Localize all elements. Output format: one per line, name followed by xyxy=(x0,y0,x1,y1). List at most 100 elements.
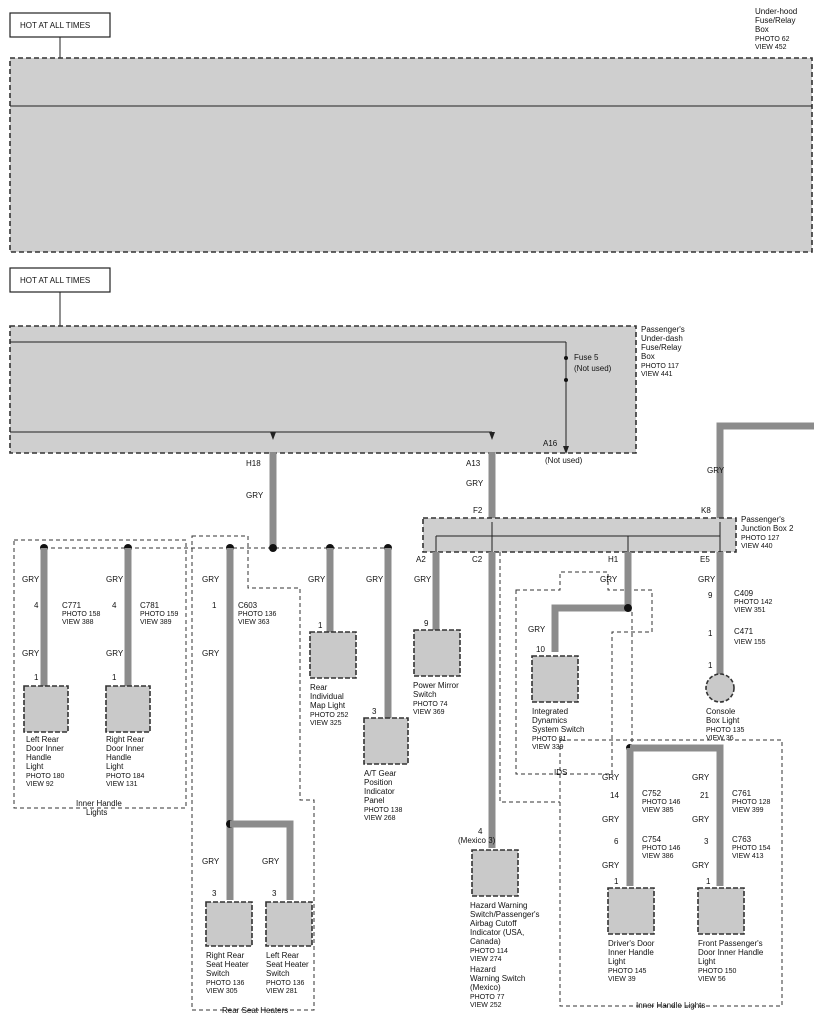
svg-text:9: 9 xyxy=(424,619,429,628)
svg-text:VIEW 36: VIEW 36 xyxy=(706,735,734,742)
svg-text:PHOTO 146: PHOTO 146 xyxy=(642,799,680,806)
connector-c781: 4 C781 PHOTO 159 VIEW 389 xyxy=(112,601,178,626)
svg-text:VIEW 386: VIEW 386 xyxy=(642,853,674,860)
svg-text:Switch/Passenger's: Switch/Passenger's xyxy=(470,910,540,919)
power-mirror-switch xyxy=(413,629,461,677)
right-rear-door-light-label: Right Rear Door Inner Handle Light PHOTO… xyxy=(106,735,145,788)
svg-text:GRY: GRY xyxy=(366,575,384,584)
svg-text:VIEW 268: VIEW 268 xyxy=(364,815,396,822)
svg-text:GRY: GRY xyxy=(692,773,710,782)
svg-text:Light: Light xyxy=(106,762,124,771)
svg-text:Hazard: Hazard xyxy=(470,965,496,974)
svg-text:1: 1 xyxy=(614,877,619,886)
svg-text:Door Inner Handle: Door Inner Handle xyxy=(698,948,764,957)
svg-text:GRY: GRY xyxy=(22,649,40,658)
svg-text:Box: Box xyxy=(641,352,655,361)
svg-text:1: 1 xyxy=(708,661,713,670)
svg-text:C763: C763 xyxy=(732,835,752,844)
svg-text:Fuse/Relay: Fuse/Relay xyxy=(641,343,681,352)
svg-text:Right Rear: Right Rear xyxy=(106,735,145,744)
svg-text:Under-hood: Under-hood xyxy=(755,7,797,16)
svg-text:PHOTO 117: PHOTO 117 xyxy=(641,363,679,370)
hazard-switch-label: Hazard Warning Switch/Passenger's Airbag… xyxy=(470,901,540,1009)
wire-k8-color: GRY xyxy=(707,466,725,475)
svg-text:6: 6 xyxy=(614,837,619,846)
svg-text:1: 1 xyxy=(318,621,323,630)
pin-a2: A2 xyxy=(416,555,426,564)
svg-text:4: 4 xyxy=(112,601,117,610)
svg-text:Passenger's: Passenger's xyxy=(741,515,785,524)
left-rear-door-light xyxy=(23,685,69,733)
passenger-junction-box-2 xyxy=(422,517,737,553)
underhood-label: Under-hood Fuse/Relay Box PHOTO 62 VIEW … xyxy=(755,7,797,51)
svg-text:PHOTO 146: PHOTO 146 xyxy=(642,845,680,852)
svg-text:GRY: GRY xyxy=(602,815,620,824)
pin-h18: H18 xyxy=(246,459,261,468)
svg-text:4: 4 xyxy=(478,827,483,836)
svg-text:4: 4 xyxy=(34,601,39,610)
svg-text:C781: C781 xyxy=(140,601,160,610)
underhood-fuse-relay-box xyxy=(9,57,813,253)
svg-text:GRY: GRY xyxy=(202,857,220,866)
svg-text:VIEW 252: VIEW 252 xyxy=(470,1002,502,1009)
svg-text:3: 3 xyxy=(704,837,709,846)
svg-text:PHOTO 180: PHOTO 180 xyxy=(26,773,64,780)
drivers-door-light-label: Driver's Door Inner Handle Light PHOTO 1… xyxy=(608,939,655,983)
svg-text:Door Inner: Door Inner xyxy=(106,744,144,753)
svg-text:C754: C754 xyxy=(642,835,662,844)
svg-text:14: 14 xyxy=(610,791,619,800)
console-box-light-label: Console Box Light PHOTO 135 VIEW 36 xyxy=(706,707,744,742)
svg-text:Switch: Switch xyxy=(266,969,290,978)
svg-text:1: 1 xyxy=(706,877,711,886)
right-rear-seat-heater-switch xyxy=(205,901,253,947)
svg-text:HOT AT ALL TIMES: HOT AT ALL TIMES xyxy=(20,276,90,285)
pin-c2: C2 xyxy=(472,555,483,564)
pin-a13: A13 xyxy=(466,459,481,468)
svg-text:PHOTO 136: PHOTO 136 xyxy=(266,980,304,987)
connector-c471: 1 C471 VIEW 155 xyxy=(708,627,766,646)
svg-text:1: 1 xyxy=(112,673,117,682)
junction-box-2-label: Passenger's Junction Box 2 PHOTO 127 VIE… xyxy=(741,515,794,550)
connector-c754: 6 C754 PHOTO 146 VIEW 386 xyxy=(614,835,680,860)
group-rear-seat-heaters-label: Rear Seat Heaters xyxy=(222,1006,288,1015)
svg-text:Indicator: Indicator xyxy=(364,787,395,796)
connector-c603: 1 C603 PHOTO 136 VIEW 363 xyxy=(212,601,276,626)
svg-text:PHOTO 184: PHOTO 184 xyxy=(106,773,144,780)
hazard-warning-switch xyxy=(471,849,519,897)
svg-text:VIEW 131: VIEW 131 xyxy=(106,781,138,788)
pin-f2: F2 xyxy=(473,506,483,515)
svg-text:Light: Light xyxy=(26,762,44,771)
left-rear-door-light-label: Left Rear Door Inner Handle Light PHOTO … xyxy=(26,735,64,788)
svg-text:VIEW 369: VIEW 369 xyxy=(413,709,445,716)
svg-text:PHOTO 252: PHOTO 252 xyxy=(310,712,348,719)
svg-text:GRY: GRY xyxy=(692,815,710,824)
svg-text:Inner Handle: Inner Handle xyxy=(608,948,654,957)
svg-text:3: 3 xyxy=(212,889,217,898)
svg-text:VIEW 363: VIEW 363 xyxy=(238,619,270,626)
ids-switch-label: Integrated Dynamics System Switch PHOTO … xyxy=(532,707,584,751)
svg-text:Switch: Switch xyxy=(206,969,230,978)
svg-text:21: 21 xyxy=(700,791,709,800)
svg-text:Panel: Panel xyxy=(364,796,385,805)
svg-text:Handle: Handle xyxy=(26,753,52,762)
svg-text:Front Passenger's: Front Passenger's xyxy=(698,939,763,948)
svg-text:PHOTO 135: PHOTO 135 xyxy=(706,727,744,734)
svg-text:(Mexico): (Mexico) xyxy=(470,983,501,992)
svg-text:VIEW 305: VIEW 305 xyxy=(206,988,238,995)
svg-text:VIEW 388: VIEW 388 xyxy=(62,619,94,626)
underdash-fuse-relay-box xyxy=(9,325,637,454)
svg-text:Light: Light xyxy=(698,957,716,966)
svg-text:Under-dash: Under-dash xyxy=(641,334,683,343)
svg-text:Switch: Switch xyxy=(413,690,437,699)
svg-text:GRY: GRY xyxy=(414,575,432,584)
front-passenger-door-inner-handle-light xyxy=(697,887,745,935)
svg-text:VIEW 399: VIEW 399 xyxy=(732,807,764,814)
svg-text:VIEW 274: VIEW 274 xyxy=(470,956,502,963)
svg-text:Map Light: Map Light xyxy=(310,701,346,710)
svg-text:PHOTO 145: PHOTO 145 xyxy=(608,968,646,975)
svg-text:Handle: Handle xyxy=(106,753,132,762)
svg-text:VIEW 389: VIEW 389 xyxy=(140,619,172,626)
svg-text:GRY: GRY xyxy=(262,857,280,866)
underdash-label: Passenger's Under-dash Fuse/Relay Box PH… xyxy=(641,325,685,378)
